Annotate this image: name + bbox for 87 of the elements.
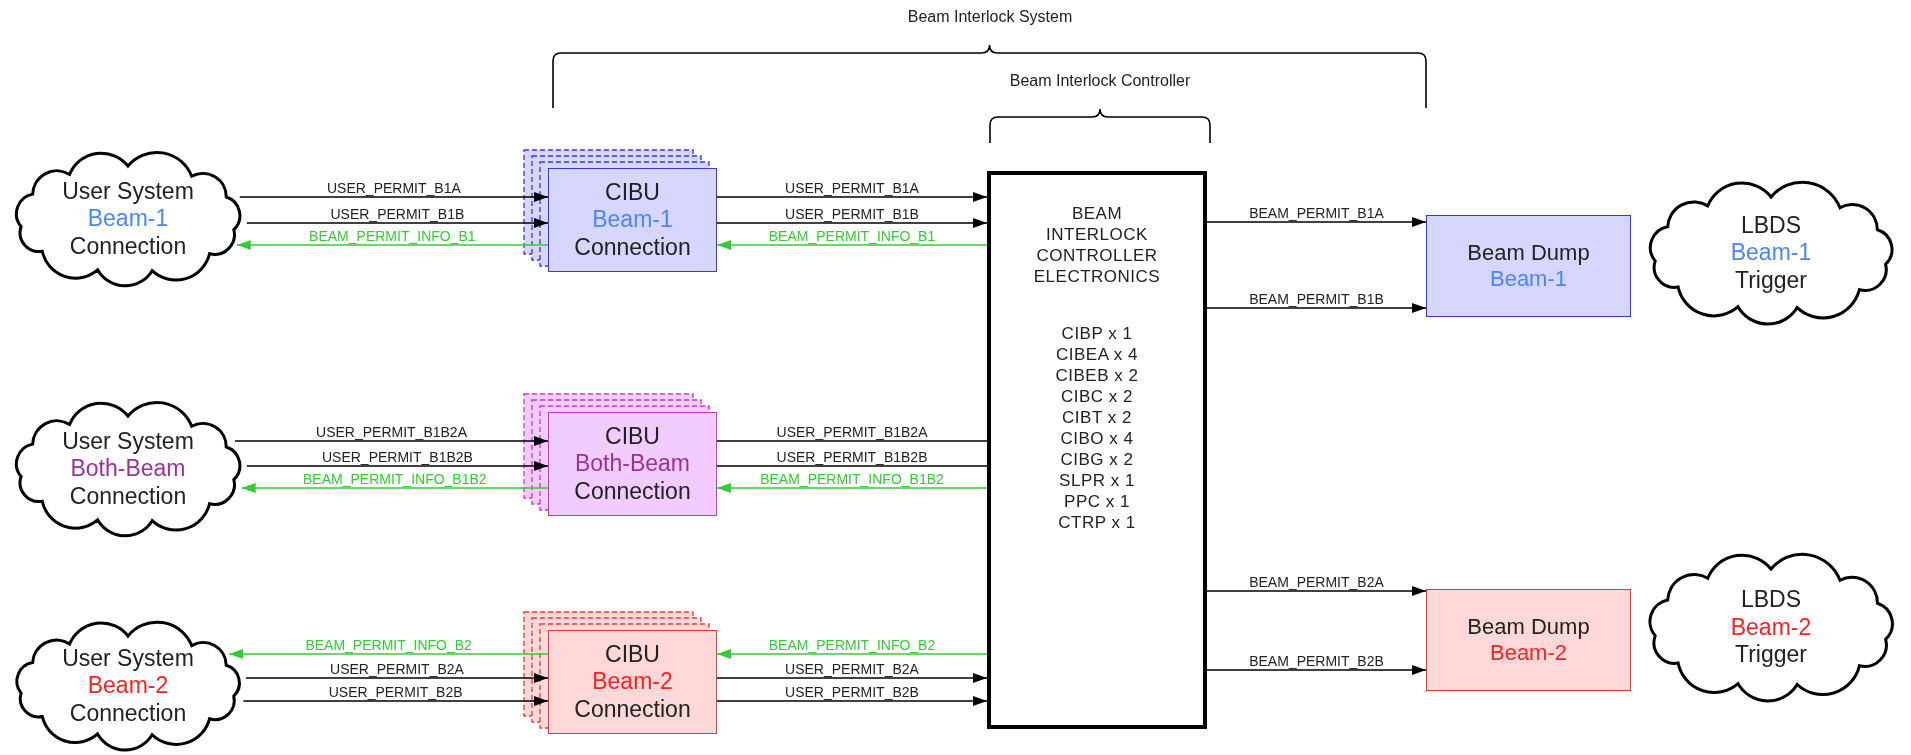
node-text: CIBEA x 4 (1056, 344, 1138, 365)
edge-label: BEAM_PERMIT_INFO_B1 (307, 228, 478, 244)
node-text: Both-Beam (70, 455, 186, 483)
signal-arrow (716, 673, 988, 683)
edge-label: BEAM_PERMIT_INFO_B2 (303, 637, 474, 653)
edge-label: USER_PERMIT_B1B2B (774, 449, 930, 465)
node-text: User System (62, 644, 194, 673)
node-text: BEAM INTERLOCK CONTROLLER ELECTRONICS (1032, 203, 1162, 287)
edge-label: USER_PERMIT_B2A (328, 661, 466, 677)
node-text: CIBP x 1 (1061, 323, 1133, 344)
node-text: Beam Dump (1467, 239, 1590, 266)
controller-box (987, 171, 1207, 729)
signal-arrow (1206, 665, 1427, 675)
node-text: LBDS (1740, 211, 1802, 240)
system-box (548, 412, 717, 516)
edge-label: USER_PERMIT_B1A (783, 180, 921, 196)
edge-label: BEAM_PERMIT_INFO_B1 (766, 228, 938, 244)
system-box (548, 630, 717, 734)
node-text: PPC x 1 (1064, 491, 1130, 512)
node-text: Connection (574, 695, 691, 724)
node-text: Beam-1 (592, 206, 673, 234)
node-text: CIBU (605, 422, 660, 451)
node-text: CIBU (605, 640, 660, 669)
node-text: CIBEB x 2 (1055, 365, 1139, 386)
node-text: Connection (574, 477, 691, 506)
node-text: CIBT x 2 (1062, 407, 1132, 428)
node-text: Beam-2 (87, 672, 169, 700)
signal-arrow (246, 461, 549, 471)
node-text: Beam-2 (592, 668, 673, 696)
edge-label: BEAM_PERMIT_B1A (1247, 205, 1386, 221)
node-text: CTRP x 1 (1058, 512, 1136, 533)
signal-arrow (242, 696, 549, 706)
signal-arrow (716, 240, 988, 250)
node-text: Connection (69, 482, 187, 511)
node-text: Trigger (1735, 266, 1807, 295)
signal-arrow (1206, 303, 1427, 313)
edge-label: USER_PERMIT_B1B (783, 206, 921, 222)
signal-arrow (716, 192, 988, 202)
node-text: Trigger (1735, 641, 1807, 669)
node-text: User System (62, 427, 194, 456)
node-text: Beam-1 (1730, 239, 1812, 267)
signal-arrow (239, 192, 549, 202)
node-text: SLPR x 1 (1059, 470, 1135, 491)
node-text: Beam-2 (1730, 613, 1812, 642)
signal-arrow (240, 483, 549, 493)
signal-arrow (716, 218, 988, 228)
signal-arrow (234, 436, 549, 446)
edge-label: BEAM_PERMIT_INFO_B1B2 (301, 471, 489, 487)
edge-label: BEAM_PERMIT_B2A (1247, 574, 1386, 590)
signal-arrow (1206, 217, 1427, 227)
node-text: Beam-2 (1489, 640, 1567, 667)
bracket-label: Beam Interlock Controller (1009, 72, 1191, 90)
edge-label: USER_PERMIT_B1B2A (314, 424, 469, 440)
edge-label: USER_PERMIT_B1B (328, 206, 467, 222)
node-text: Beam-1 (1489, 266, 1567, 293)
node-text: Connection (69, 232, 187, 261)
signal-arrow (716, 649, 988, 659)
signal-arrow (716, 483, 988, 493)
signal-arrow (245, 673, 549, 683)
edge-label: USER_PERMIT_B1B2A (774, 424, 930, 440)
node-text: Both-Beam (574, 450, 691, 478)
edge-label: BEAM_PERMIT_INFO_B1B2 (758, 471, 946, 487)
signal-arrow (1206, 586, 1427, 596)
node-text: CIBC x 2 (1061, 386, 1133, 407)
node-text: CIBU (605, 178, 660, 207)
bracket-label: Beam Interlock System (907, 8, 1073, 26)
system-box (548, 168, 717, 272)
signal-arrow (716, 696, 988, 706)
signal-arrow (246, 218, 549, 228)
edge-label: BEAM_PERMIT_B1B (1247, 291, 1386, 307)
node-text: LBDS (1740, 586, 1802, 614)
node-text: User System (62, 177, 194, 206)
node-text: CIBO x 4 (1060, 428, 1134, 449)
system-box (1426, 589, 1631, 691)
system-box (1426, 215, 1631, 317)
edge-label: USER_PERMIT_B2B (326, 684, 465, 700)
node-text: Beam Dump (1467, 613, 1590, 640)
edge-label: USER_PERMIT_B2A (783, 661, 921, 677)
node-text: CIBG x 2 (1060, 449, 1134, 470)
signal-arrow (228, 649, 549, 659)
node-text: Beam-1 (87, 205, 169, 233)
node-text: Connection (69, 699, 187, 728)
edge-label: BEAM_PERMIT_B2B (1247, 653, 1386, 669)
edge-label: BEAM_PERMIT_INFO_B2 (766, 637, 938, 653)
signal-arrow (236, 240, 549, 250)
node-text: Connection (574, 233, 691, 262)
edge-label: USER_PERMIT_B2B (783, 684, 921, 700)
